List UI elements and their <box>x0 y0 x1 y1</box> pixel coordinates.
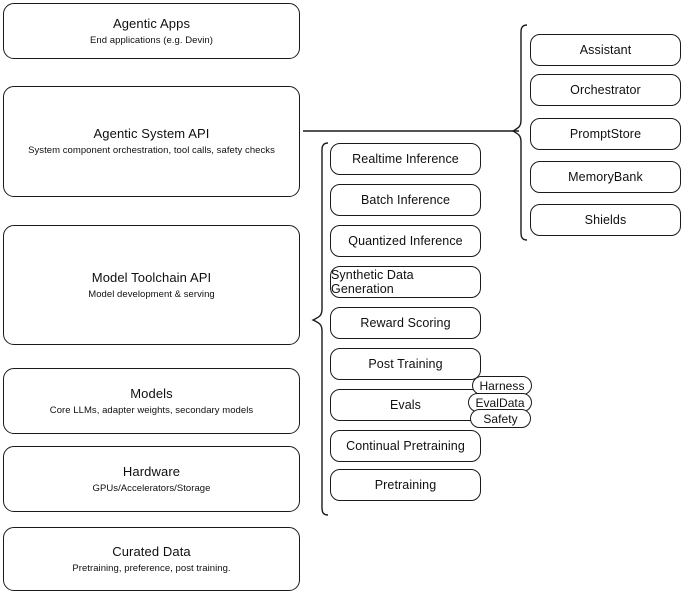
node-label: Batch Inference <box>360 193 451 207</box>
system-promptstore[interactable]: PromptStore <box>530 118 681 150</box>
node-label: Reward Scoring <box>360 316 451 330</box>
toolchain-realtime-inference[interactable]: Realtime Inference <box>330 143 481 175</box>
layer-title: Agentic System API <box>93 126 210 141</box>
node-label: Quantized Inference <box>348 234 463 248</box>
system-orchestrator[interactable]: Orchestrator <box>530 74 681 106</box>
layer-title: Agentic Apps <box>112 15 191 31</box>
layer-subtitle: Model development & serving <box>88 288 215 300</box>
node-label: Evals <box>389 398 422 412</box>
layer-subtitle: GPUs/Accelerators/Storage <box>92 482 211 494</box>
pill-label: Safety <box>483 411 518 426</box>
toolchain-synthetic-data-generation[interactable]: Synthetic Data Generation <box>330 266 481 298</box>
node-label: Post Training <box>368 357 443 371</box>
toolchain-quantized-inference[interactable]: Quantized Inference <box>330 225 481 257</box>
layer-title: Curated Data <box>112 543 191 559</box>
node-label: Assistant <box>579 43 632 57</box>
system-shields[interactable]: Shields <box>530 204 681 236</box>
layer-agentic-system-api[interactable]: Agentic System API System component orch… <box>3 86 300 197</box>
layer-subtitle: End applications (e.g. Devin) <box>90 34 213 46</box>
layer-agentic-apps[interactable]: Agentic Apps End applications (e.g. Devi… <box>3 3 300 59</box>
node-label: Pretraining <box>374 478 437 492</box>
brace-toolchain-components <box>311 142 329 516</box>
brace-system-components <box>511 24 528 241</box>
layer-subtitle: Pretraining, preference, post training. <box>72 562 231 574</box>
system-assistant[interactable]: Assistant <box>530 34 681 66</box>
layer-model-toolchain-api[interactable]: Model Toolchain API Model development & … <box>3 225 300 345</box>
node-label: Orchestrator <box>570 83 641 97</box>
node-label: Realtime Inference <box>352 152 459 166</box>
layer-subtitle: Core LLMs, adapter weights, secondary mo… <box>49 404 254 416</box>
layer-models[interactable]: Models Core LLMs, adapter weights, secon… <box>3 368 300 434</box>
toolchain-pretraining[interactable]: Pretraining <box>330 469 481 501</box>
pill-label: Harness <box>479 378 525 393</box>
node-label: Continual Pretraining <box>346 439 465 453</box>
toolchain-batch-inference[interactable]: Batch Inference <box>330 184 481 216</box>
layer-title: Models <box>130 385 173 401</box>
node-label: MemoryBank <box>568 170 643 184</box>
node-label: Shields <box>584 213 627 227</box>
system-memorybank[interactable]: MemoryBank <box>530 161 681 193</box>
node-label: PromptStore <box>569 127 642 141</box>
toolchain-evals[interactable]: Evals <box>330 389 481 421</box>
toolchain-reward-scoring[interactable]: Reward Scoring <box>330 307 481 339</box>
toolchain-post-training[interactable]: Post Training <box>330 348 481 380</box>
toolchain-continual-pretraining[interactable]: Continual Pretraining <box>330 430 481 462</box>
pill-label: EvalData <box>475 395 525 410</box>
eval-subcomponent-safety[interactable]: Safety <box>470 409 531 428</box>
layer-title: Model Toolchain API <box>91 269 212 285</box>
layer-hardware[interactable]: Hardware GPUs/Accelerators/Storage <box>3 446 300 512</box>
node-label: Synthetic Data Generation <box>331 268 414 296</box>
layer-subtitle: System component orchestration, tool cal… <box>28 145 275 156</box>
layer-title: Hardware <box>122 463 181 479</box>
layer-curated-data[interactable]: Curated Data Pretraining, preference, po… <box>3 527 300 591</box>
